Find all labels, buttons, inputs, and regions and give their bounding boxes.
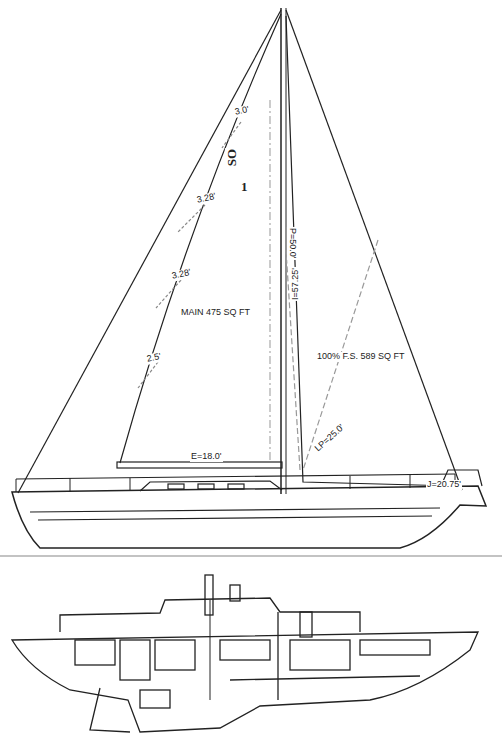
hull xyxy=(12,486,486,548)
mast xyxy=(280,8,282,494)
port xyxy=(228,484,244,489)
dimension-label: I=57.25' xyxy=(291,267,301,301)
batten xyxy=(138,362,158,388)
dimension-label: E=18.0' xyxy=(190,452,223,462)
dimension-label: 100% F.S. 589 SQ FT xyxy=(316,352,406,362)
batten xyxy=(222,122,241,148)
dimension-label: P=50.0' xyxy=(287,227,297,260)
waterline xyxy=(0,555,502,556)
sail-insignia: SO xyxy=(225,148,239,167)
dimension-label: 2.5' xyxy=(145,352,163,365)
dimension-label: J=20.75' xyxy=(426,480,462,490)
forestay xyxy=(286,10,462,490)
interior-profile xyxy=(12,575,478,732)
dimension-label: 3.28' xyxy=(170,268,193,282)
sheer-stripe xyxy=(30,508,440,512)
batten xyxy=(156,280,181,308)
lifeline xyxy=(16,474,455,479)
mainsail-leech xyxy=(120,14,281,463)
cabin-trunk xyxy=(140,481,282,491)
dimension-label: LP=25.0' xyxy=(313,422,347,454)
dimension-line xyxy=(269,100,270,460)
dimension-label: MAIN 475 SQ FT xyxy=(180,308,251,318)
port xyxy=(168,484,184,489)
dimension-label: 3.28' xyxy=(195,192,218,206)
lp-line xyxy=(286,250,300,470)
sail-insignia: 1 xyxy=(240,180,249,194)
port xyxy=(198,484,214,489)
backstay xyxy=(18,10,281,493)
dimension-label: 3.0' xyxy=(233,105,251,118)
batten xyxy=(178,205,205,232)
jib xyxy=(286,16,455,486)
sheer-stripe xyxy=(38,516,432,520)
boom xyxy=(117,462,282,468)
